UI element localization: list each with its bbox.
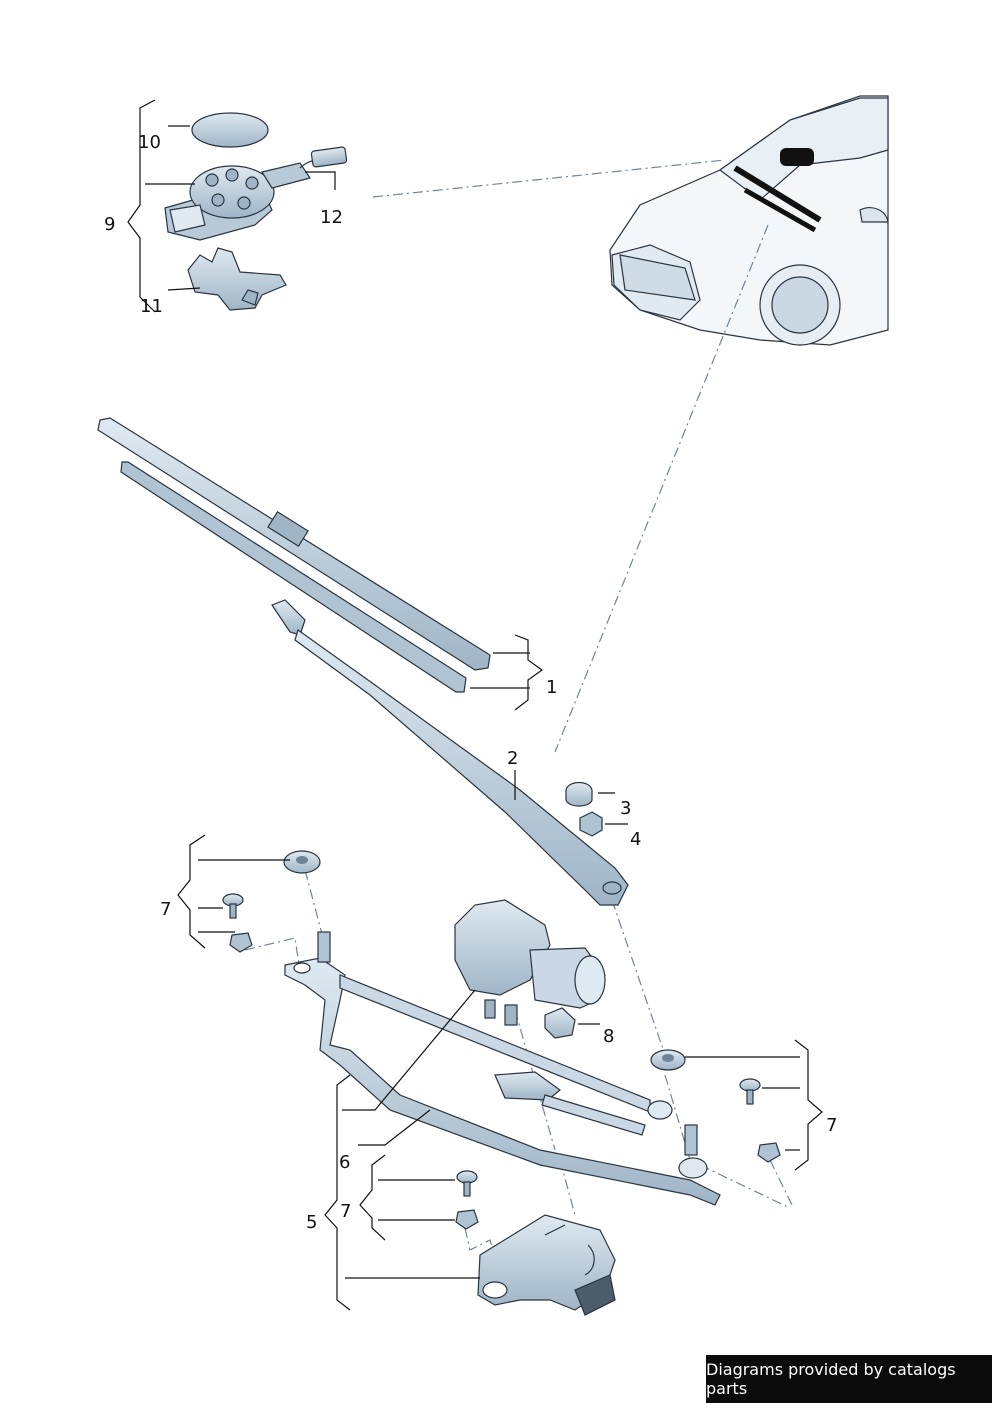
label-9: 9 bbox=[104, 214, 115, 235]
watermark-banner: Diagrams provided by catalogs parts bbox=[706, 1355, 992, 1403]
fasteners-bottom bbox=[455, 1170, 479, 1230]
watermark-text: Diagrams provided by catalogs parts bbox=[706, 1360, 956, 1398]
wiper-linkage bbox=[284, 931, 721, 1206]
label-1: 1 bbox=[546, 677, 557, 698]
fasteners-right bbox=[650, 1049, 781, 1163]
rain-sensor bbox=[164, 146, 348, 241]
motor-plug bbox=[544, 1007, 576, 1039]
label-6: 6 bbox=[339, 1152, 350, 1173]
label-12: 12 bbox=[320, 207, 343, 228]
hex-nut bbox=[579, 811, 603, 837]
part-labels: 10 9 12 11 1 2 3 4 7 8 7 6 7 5 bbox=[104, 132, 837, 1233]
label-2: 2 bbox=[507, 748, 518, 769]
wiper-blade bbox=[97, 417, 491, 693]
wiper-arm bbox=[271, 599, 629, 906]
leader-lines bbox=[127, 99, 823, 1311]
label-7-left: 7 bbox=[160, 899, 171, 920]
label-11: 11 bbox=[140, 296, 163, 317]
label-7-right: 7 bbox=[826, 1115, 837, 1136]
mounting-bracket bbox=[477, 1214, 616, 1316]
fasteners-left bbox=[222, 850, 321, 953]
label-7-bottom: 7 bbox=[340, 1201, 351, 1222]
label-4: 4 bbox=[630, 829, 641, 850]
cap bbox=[565, 781, 593, 807]
sensor-bracket bbox=[187, 247, 287, 311]
label-10: 10 bbox=[138, 132, 161, 153]
car-illustration bbox=[609, 95, 889, 346]
wiper-motor bbox=[454, 899, 606, 1026]
label-3: 3 bbox=[620, 798, 631, 819]
rain-sensor-cover bbox=[191, 112, 269, 148]
label-8: 8 bbox=[603, 1026, 614, 1047]
label-5: 5 bbox=[306, 1212, 317, 1233]
